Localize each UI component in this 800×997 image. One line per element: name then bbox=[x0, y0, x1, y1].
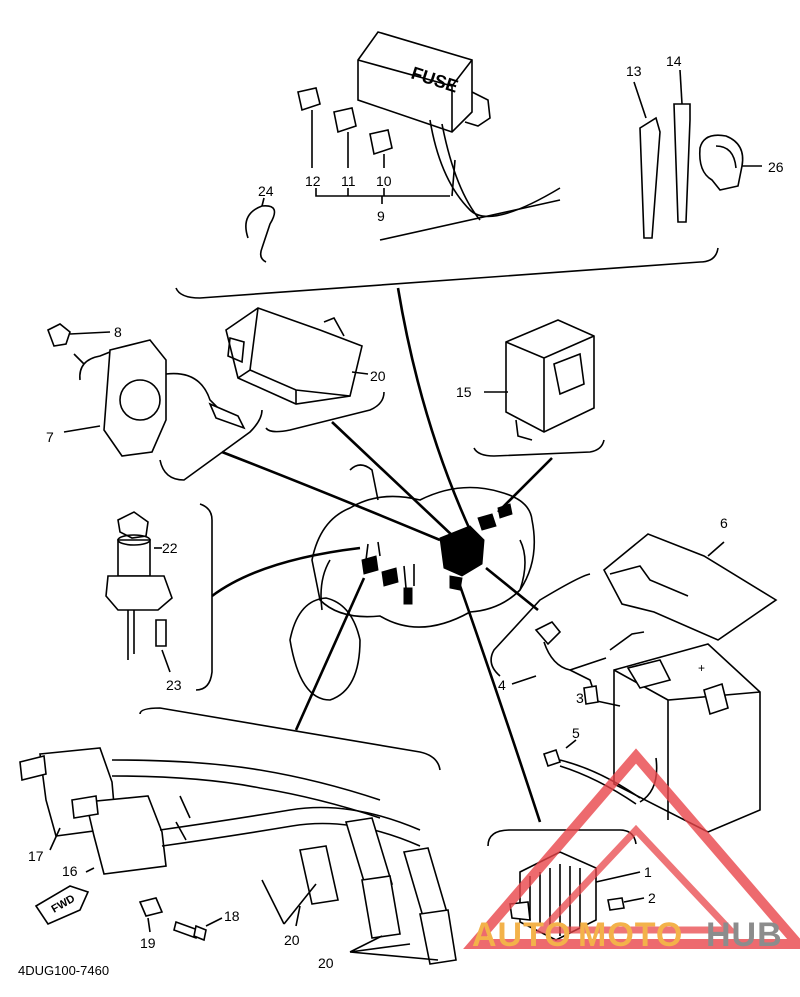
cable-tie-13 bbox=[673, 103, 691, 223]
callout-21: 20 bbox=[370, 368, 386, 384]
plug-cap-20a bbox=[299, 845, 339, 905]
callout-14: 13 bbox=[626, 63, 642, 79]
callout-18: 18 bbox=[224, 908, 240, 924]
callout-5: 5 bbox=[572, 725, 580, 741]
cable-tie-14 bbox=[639, 116, 661, 239]
fuse-11 bbox=[333, 107, 357, 134]
callout-16: 16 bbox=[62, 863, 78, 879]
callout-7: 7 bbox=[46, 429, 54, 445]
callout-20-upper: 20 bbox=[284, 932, 300, 948]
central-relay-block bbox=[439, 525, 485, 577]
callout-13: 14 bbox=[666, 53, 682, 69]
fwd-arrow bbox=[34, 885, 90, 926]
clamp-26 bbox=[698, 134, 744, 191]
ignition-coil-group: 17 16 FWD 19 18 20 20 bbox=[19, 707, 457, 971]
watermark-hub: HUB bbox=[706, 916, 783, 954]
figure-code: 4DUG100-7460 bbox=[18, 963, 109, 978]
watermark-auto: AUTO bbox=[472, 916, 572, 954]
callout-4: 4 bbox=[498, 677, 506, 693]
fuse-10 bbox=[369, 129, 393, 156]
relay-15 bbox=[505, 319, 595, 433]
callout-24: 24 bbox=[258, 183, 274, 199]
callout-8: 8 bbox=[114, 324, 122, 340]
callout-22: 22 bbox=[162, 540, 178, 556]
clip-24 bbox=[245, 205, 276, 263]
callout-11: 11 bbox=[341, 173, 356, 189]
fuse-box-group: FUSE 12 11 10 9 24 13 14 26 bbox=[175, 31, 784, 299]
watermark: AUTO MOTO HUB bbox=[463, 748, 800, 954]
watermark-moto: MOTO bbox=[578, 916, 683, 954]
starter-relay-7 bbox=[103, 339, 167, 457]
starter-relay-group: 8 7 bbox=[46, 323, 263, 481]
callout-19: 19 bbox=[140, 935, 156, 951]
connection-leaders bbox=[211, 287, 553, 823]
bolt-18 bbox=[173, 920, 199, 940]
control-unit-group: 20 bbox=[225, 307, 386, 433]
callout-15: 15 bbox=[456, 384, 472, 400]
callout-23: 23 bbox=[166, 677, 182, 693]
switch-group: 22 23 bbox=[105, 503, 213, 693]
control-unit-21 bbox=[225, 307, 363, 405]
collar-19 bbox=[138, 897, 164, 917]
callout-20-lower: 20 bbox=[318, 955, 334, 971]
battery-tray-6 bbox=[602, 533, 778, 641]
battery-plus-mark: + bbox=[698, 661, 705, 675]
relay-group: 15 bbox=[456, 319, 605, 457]
callout-17: 17 bbox=[28, 848, 44, 864]
callout-6: 6 bbox=[720, 515, 728, 531]
nut-8 bbox=[46, 323, 71, 347]
watermark-triangle bbox=[463, 748, 800, 949]
callout-9: 9 bbox=[377, 208, 385, 224]
callout-3: 3 bbox=[576, 690, 584, 706]
motorcycle-silhouette bbox=[289, 464, 536, 701]
callout-10: 10 bbox=[376, 173, 392, 189]
battery-group: 6 + 3 4 5 bbox=[490, 515, 778, 833]
callout-2: 2 bbox=[648, 890, 656, 906]
callout-12: 12 bbox=[305, 173, 321, 189]
fuse-12 bbox=[297, 87, 321, 112]
callout-1: 1 bbox=[644, 864, 652, 880]
callout-26: 26 bbox=[768, 159, 784, 175]
ignition-coil-16 bbox=[85, 795, 167, 875]
